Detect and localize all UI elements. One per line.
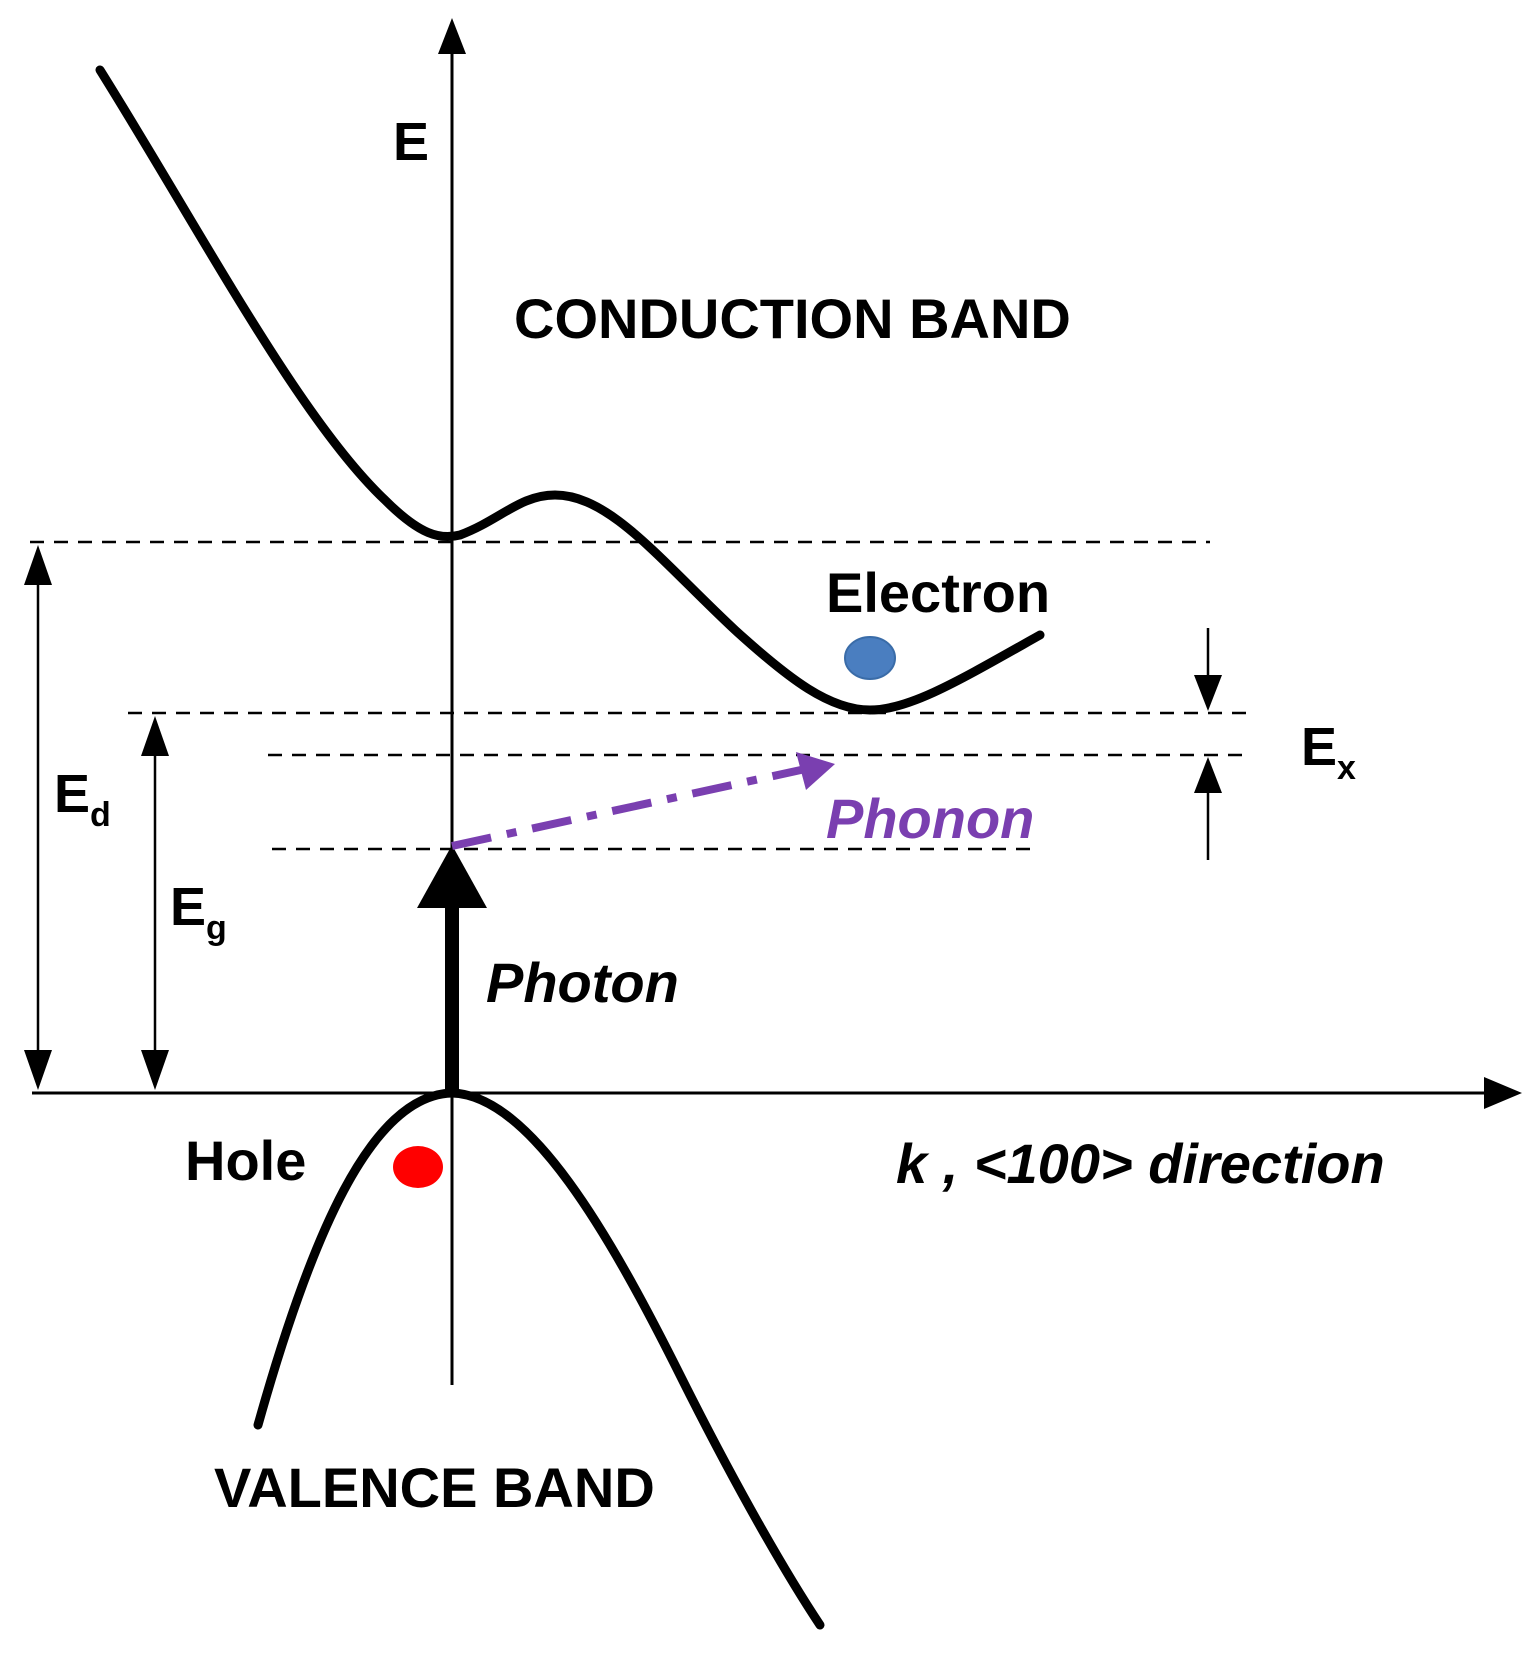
ed-arrow-bottom (24, 1050, 52, 1090)
k-axis-label: k , <100> direction (896, 1132, 1385, 1195)
energy-axis-label: E (393, 112, 429, 172)
electron-label: Electron (826, 561, 1050, 624)
photon-arrow-shaft (445, 900, 459, 1095)
ed-label-sub: d (90, 796, 111, 834)
eg-label-main: E (170, 877, 206, 937)
hole-dot (393, 1146, 443, 1188)
eg-arrow-top (141, 716, 169, 756)
k-axis-arrowhead (1484, 1077, 1522, 1109)
ex-arrow-top-head (1194, 675, 1222, 711)
conduction-band-label: CONDUCTION BAND (514, 287, 1071, 350)
energy-axis-arrowhead (438, 18, 466, 54)
phonon-label: Phonon (826, 787, 1034, 850)
phonon-arrow-line (451, 764, 811, 850)
valence-band-curve (253, 1088, 825, 1630)
conduction-band-curve (95, 65, 1045, 715)
ex-label-sub: x (1337, 749, 1356, 787)
photon-label: Photon (486, 951, 679, 1014)
valence-band-label: VALENCE BAND (214, 1456, 655, 1519)
ex-arrow-bottom-head (1194, 757, 1222, 793)
hole-label: Hole (185, 1129, 306, 1192)
ex-label-main: E (1301, 717, 1337, 777)
ed-label: Ed (54, 764, 111, 834)
ex-label: Ex (1301, 717, 1356, 787)
eg-label-sub: g (206, 909, 227, 947)
eg-label: Eg (170, 877, 227, 947)
eg-arrow-bottom (141, 1050, 169, 1090)
ed-arrow-top (24, 545, 52, 585)
phonon-arrow-head (796, 752, 835, 790)
ed-label-main: E (54, 764, 90, 824)
electron-dot (844, 636, 896, 680)
photon-arrow-head (417, 845, 487, 908)
